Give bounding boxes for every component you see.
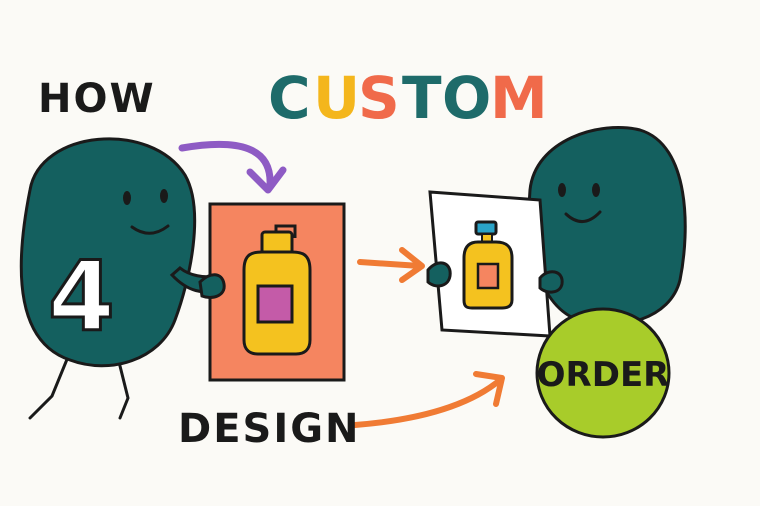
how-text: HOW	[38, 76, 156, 122]
orange-curved-arrow-icon	[352, 371, 505, 428]
custom-letter: S	[358, 64, 400, 132]
custom-letter: C	[268, 64, 311, 132]
order-badge: ORDER	[535, 307, 671, 439]
custom-title: C U S T O M	[268, 64, 548, 132]
right-character	[527, 126, 687, 326]
product-card	[426, 190, 564, 338]
custom-letter: U	[313, 64, 360, 132]
custom-letter: T	[402, 64, 442, 132]
design-text: DESIGN	[178, 406, 361, 452]
design-card	[198, 202, 346, 382]
perfume-bottle-icon	[242, 224, 312, 356]
custom-letter: M	[490, 64, 548, 132]
order-text: ORDER	[537, 355, 670, 395]
four-numeral: 4	[48, 241, 115, 353]
purple-curved-arrow-icon	[178, 140, 287, 194]
orange-arrow-icon	[357, 247, 425, 283]
custom-letter: O	[442, 64, 491, 132]
left-character: 4	[19, 137, 220, 420]
perfume-bottle-icon	[462, 220, 514, 310]
